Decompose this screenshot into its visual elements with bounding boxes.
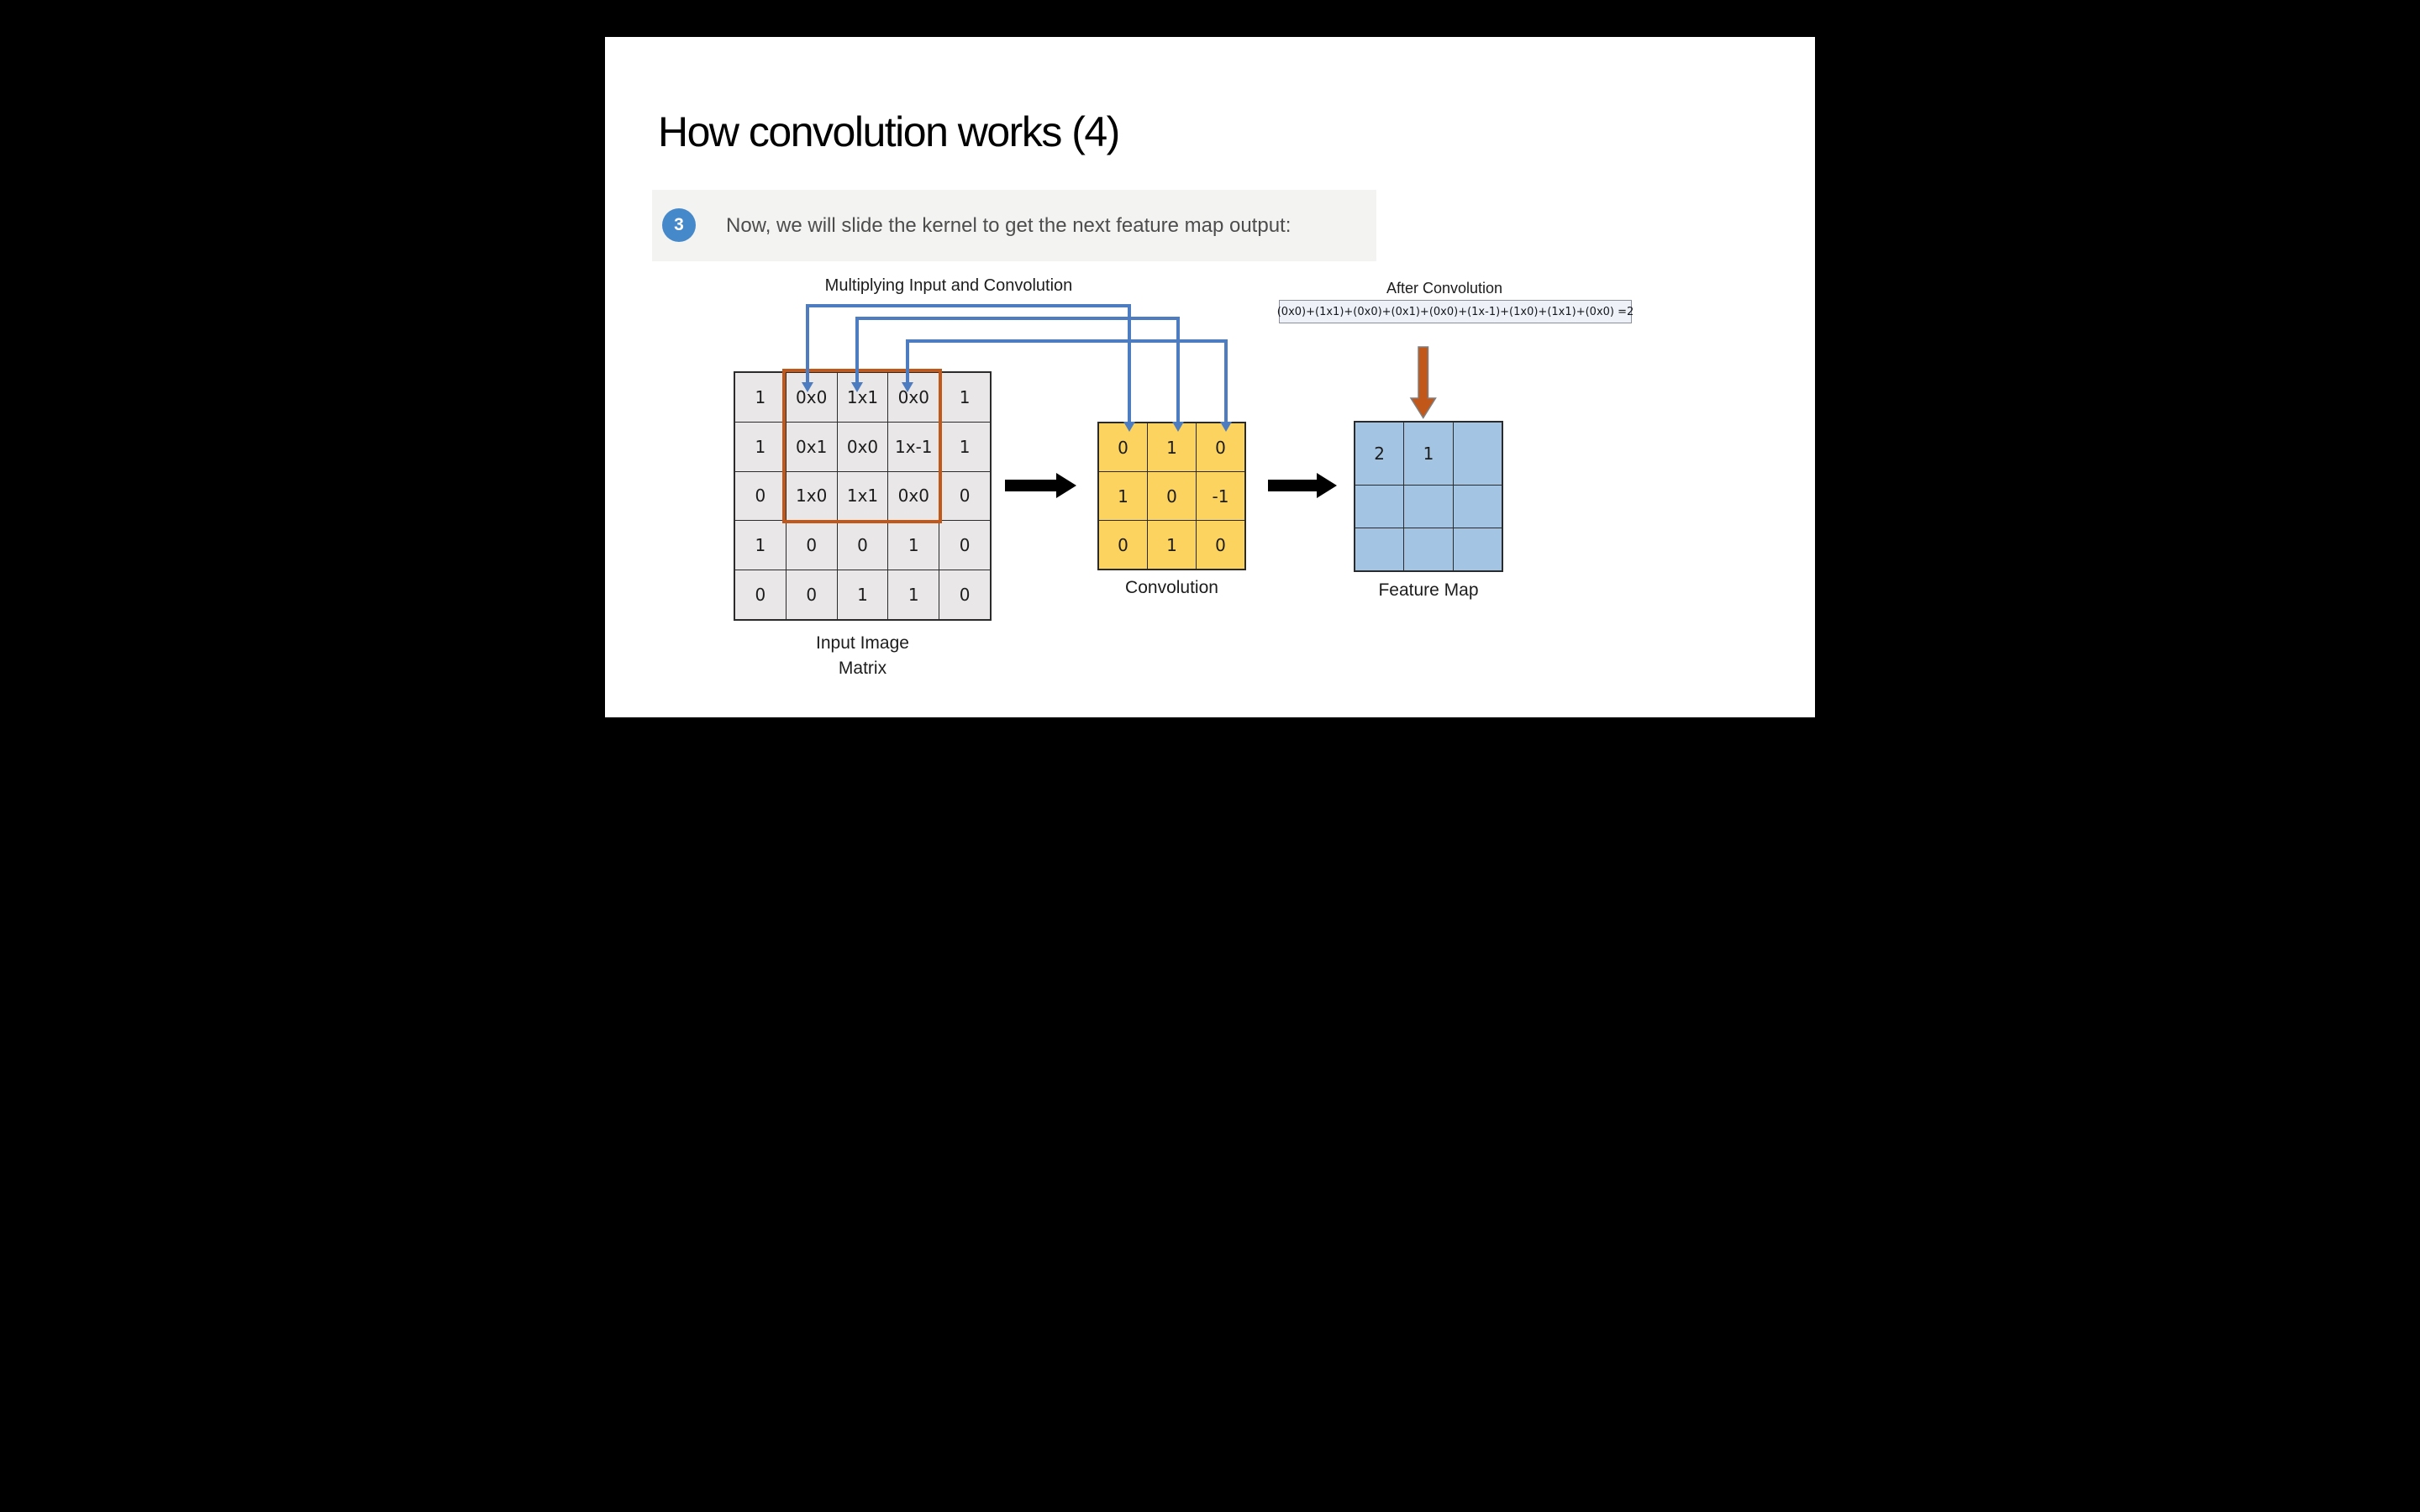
input-matrix-cell: 0x0 — [888, 373, 939, 422]
feature-map-cell: 2 — [1355, 423, 1404, 485]
input-matrix-cell: 0 — [735, 471, 786, 521]
input-matrix-cell: 0x0 — [786, 373, 837, 422]
feature-map-cell — [1453, 486, 1502, 528]
step-banner: 3 Now, we will slide the kernel to get t… — [652, 190, 1376, 261]
input-matrix-cell: 1 — [735, 373, 786, 422]
input-matrix-cell: 1x-1 — [888, 422, 939, 471]
letterbox-bottom — [605, 717, 1815, 756]
input-matrix-label-line1: Input Image — [816, 633, 909, 653]
feature-map-cell — [1453, 528, 1502, 570]
input-matrix-label: Input Image Matrix — [734, 631, 992, 681]
multiplying-label: Multiplying Input and Convolution — [824, 276, 1073, 295]
input-matrix-cell: 1 — [939, 422, 990, 471]
input-matrix-label-line2: Matrix — [838, 659, 887, 678]
feature-map-cell — [1404, 486, 1453, 528]
feature-map-cell — [1355, 486, 1404, 528]
input-matrix-cell: 1 — [888, 521, 939, 570]
step-number-badge: 3 — [662, 208, 696, 242]
input-matrix-cell: 0x0 — [888, 471, 939, 521]
kernel-cell: -1 — [1197, 472, 1244, 520]
input-matrix-cell: 1 — [837, 570, 888, 619]
feature-map-label: Feature Map — [1378, 580, 1479, 600]
kernel-cell: 1 — [1148, 521, 1196, 569]
input-matrix-cell: 1x1 — [837, 373, 888, 422]
input-matrix-cell: 0 — [786, 570, 837, 619]
input-matrix-cell: 1 — [735, 521, 786, 570]
kernel-cell: 0 — [1197, 521, 1244, 569]
kernel-cell: 1 — [1148, 423, 1196, 471]
input-matrix-cell: 1 — [939, 373, 990, 422]
input-matrix-cell: 0 — [786, 521, 837, 570]
input-matrix-cell: 1x1 — [837, 471, 888, 521]
input-matrix-cell: 0 — [939, 521, 990, 570]
input-matrix-cell: 1 — [888, 570, 939, 619]
kernel-cell: 1 — [1099, 472, 1147, 520]
slide: How convolution works (4) 3 Now, we will… — [605, 0, 1815, 756]
input-matrix-cell: 0 — [837, 521, 888, 570]
input-to-kernel-arrow-icon — [1005, 473, 1076, 498]
feature-map-cell — [1453, 423, 1502, 485]
page-title: How convolution works (4) — [658, 108, 1120, 155]
kernel-cell: 0 — [1148, 472, 1196, 520]
after-convolution-label: After Convolution — [1386, 280, 1503, 297]
kernel-cell: 0 — [1099, 423, 1147, 471]
result-down-arrow-icon — [1409, 346, 1437, 419]
input-matrix-cell: 1 — [735, 422, 786, 471]
kernel-label: Convolution — [1125, 578, 1218, 597]
input-matrix-cell: 1x0 — [786, 471, 837, 521]
input-matrix-cell: 0 — [939, 471, 990, 521]
feature-map-cell — [1404, 528, 1453, 570]
kernel-cell: 0 — [1197, 423, 1244, 471]
kernel-to-feature-arrow-icon — [1268, 473, 1337, 498]
kernel-cell: 0 — [1099, 521, 1147, 569]
input-matrix-cell: 0 — [939, 570, 990, 619]
input-matrix-cell: 0 — [735, 570, 786, 619]
feature-map-cell — [1355, 528, 1404, 570]
step-banner-text: Now, we will slide the kernel to get the… — [726, 213, 1292, 237]
convolution-formula-box: (0x0)+(1x1)+(0x0)+(0x1)+(0x0)+(1x-1)+(1x… — [1277, 300, 1634, 323]
input-matrix-cell: 0x0 — [837, 422, 888, 471]
letterbox-top — [605, 0, 1815, 37]
input-matrix-cell: 0x1 — [786, 422, 837, 471]
feature-map-cell: 1 — [1404, 423, 1453, 485]
